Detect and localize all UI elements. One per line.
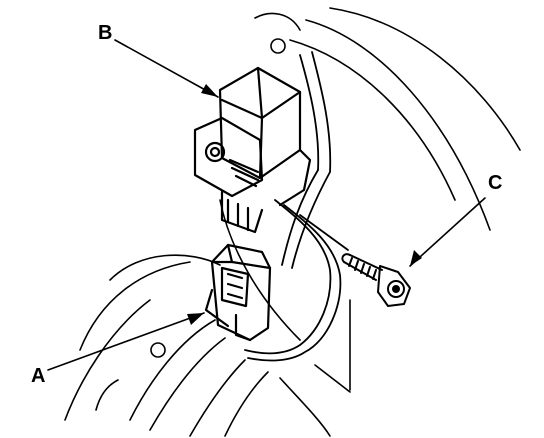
wire-harness: [244, 51, 349, 362]
arrowheads: [187, 84, 422, 325]
arrowhead-c: [410, 250, 422, 266]
leader-lines: [47, 39, 486, 371]
sensor-body: [193, 66, 312, 234]
arrowhead-a: [187, 313, 204, 325]
bolt: [341, 253, 411, 307]
arrowhead-b: [201, 84, 218, 97]
connector-body: [204, 243, 272, 342]
leader-line-c: [409, 197, 486, 267]
leader-line-b: [114, 39, 219, 98]
callout-label-b: B: [98, 22, 113, 44]
leader-line-a: [47, 312, 205, 371]
body-panel: [64, 7, 521, 437]
callout-label-a: A: [31, 365, 46, 387]
callout-label-c: C: [488, 172, 503, 194]
